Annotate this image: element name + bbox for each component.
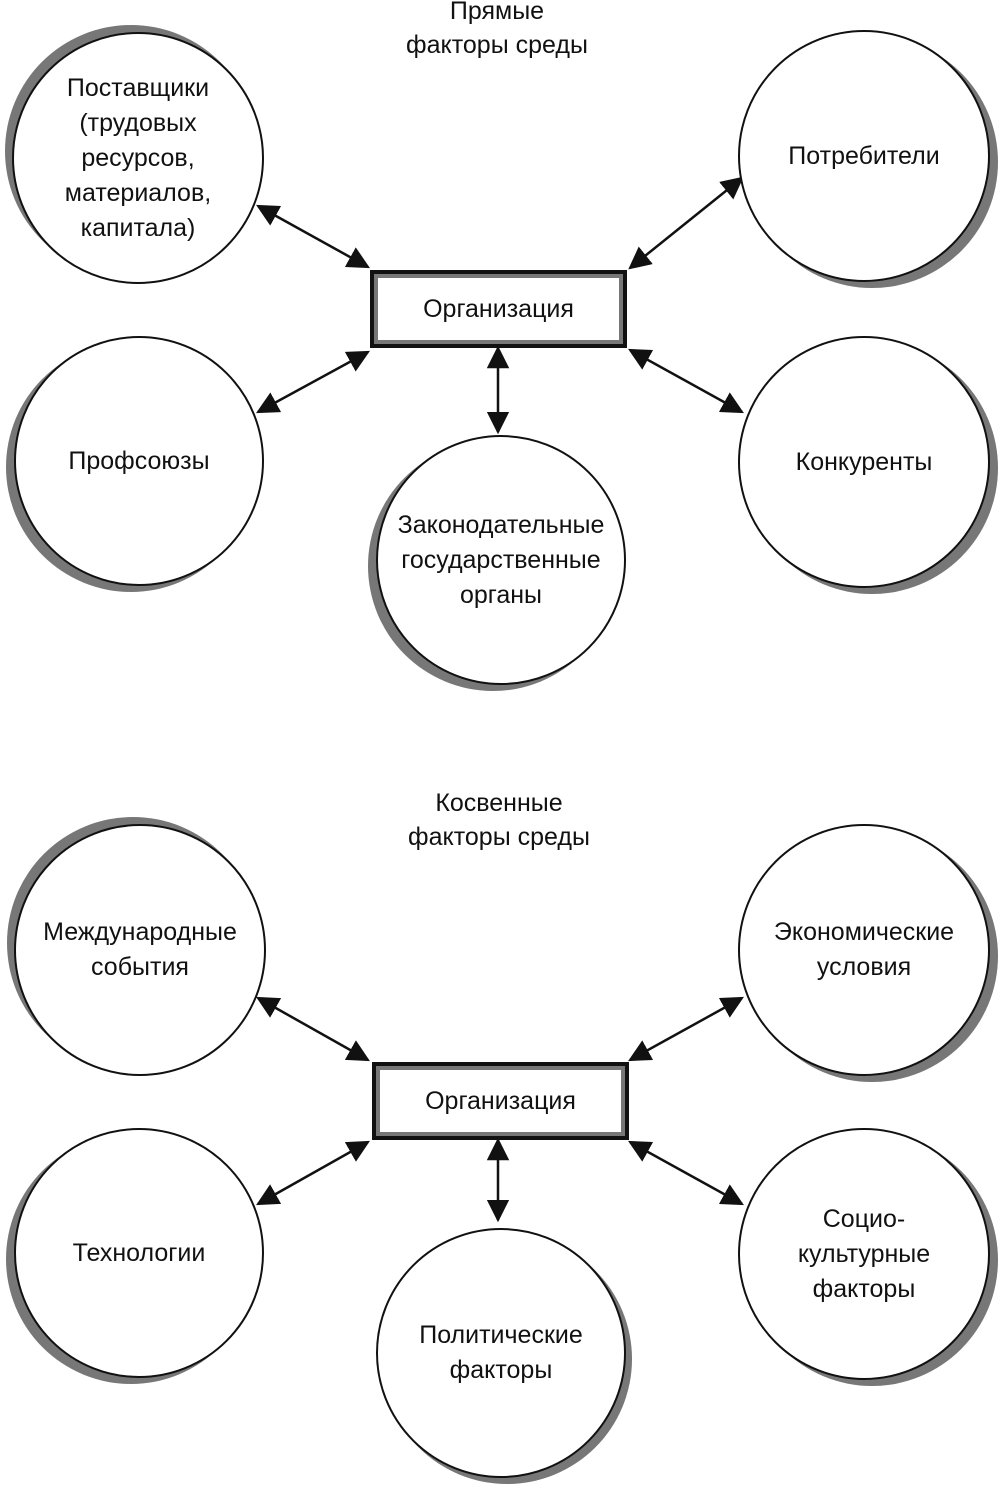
node-competitors: Конкуренты <box>738 336 990 588</box>
node-label: факторы <box>449 1356 553 1384</box>
indirect-factors-diagram: Косвенные факторы среды Международные со… <box>0 780 1000 1491</box>
node-label: условия <box>816 953 912 981</box>
arrow-sociocultural-org <box>628 1140 744 1206</box>
arrow-consumers-org <box>628 176 744 270</box>
arrow-suppliers-org <box>256 204 370 269</box>
node-label: органы <box>459 580 543 609</box>
node-label: Потребители <box>788 141 940 170</box>
caption-line: факторы среды <box>408 823 590 851</box>
arrow-unions-org <box>256 350 370 414</box>
node-label: Поставщики <box>66 73 210 102</box>
node-label: Профсоюзы <box>68 446 210 475</box>
node-label: Политические <box>419 1321 583 1349</box>
node-sociocultural-factors: Социо- культурные факторы <box>738 1128 990 1380</box>
node-label: Социо- <box>822 1204 906 1233</box>
organization-label: Организация <box>423 294 574 323</box>
caption-line: факторы среды <box>406 31 588 59</box>
organization-label: Организация <box>425 1086 576 1115</box>
node-label: государственные <box>401 545 601 574</box>
indirect-connectors <box>256 996 744 1223</box>
node-label: Международные <box>43 918 237 946</box>
organization-box: Организация <box>370 270 627 348</box>
node-suppliers: Поставщики (трудовых ресурсов, материало… <box>12 32 264 284</box>
node-label: культурные <box>797 1239 931 1268</box>
node-label: (трудовых <box>79 108 197 137</box>
node-label: факторы <box>812 1274 916 1303</box>
indirect-factors-caption: Косвенные факторы среды <box>374 786 624 854</box>
direct-factors-caption: Прямые факторы среды <box>372 0 622 62</box>
node-technology: Технологии <box>14 1128 264 1378</box>
arrow-competitors-org <box>628 348 744 414</box>
caption-line: Косвенные <box>435 789 563 817</box>
node-label: Экономические <box>773 918 955 946</box>
arrow-economic-org <box>628 996 744 1062</box>
direct-connectors <box>256 176 744 435</box>
node-label: капитала) <box>80 213 196 242</box>
node-label: Конкуренты <box>795 447 933 476</box>
node-economic-conditions: Экономические условия <box>738 824 990 1076</box>
node-label: ресурсов, <box>81 143 195 172</box>
node-government: Законодательные государственные органы <box>376 435 626 685</box>
arrow-international-org <box>256 996 370 1062</box>
node-label: события <box>91 953 189 981</box>
node-consumers: Потребители <box>738 30 990 282</box>
arrow-technology-org <box>256 1140 370 1206</box>
direct-factors-diagram: Прямые факторы среды Поставщики (трудовы… <box>0 0 1000 720</box>
caption-line: Прямые <box>449 0 545 25</box>
node-label: Технологии <box>72 1238 206 1267</box>
node-unions: Профсоюзы <box>14 336 264 586</box>
node-label: Законодательные <box>397 510 605 539</box>
organization-box: Организация <box>372 1062 629 1140</box>
node-political-factors: Политические факторы <box>376 1228 626 1478</box>
node-international-events: Международные события <box>14 824 266 1076</box>
node-label: материалов, <box>64 178 212 207</box>
